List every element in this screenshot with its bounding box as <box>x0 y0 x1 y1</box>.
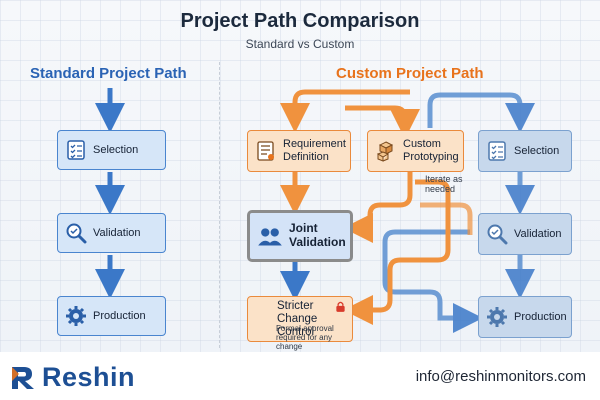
custom-prototyping-label: Custom Prototyping <box>403 138 459 163</box>
change-control-label: Stricter Change Control <box>277 300 318 339</box>
arrow-validation-to-production-loop <box>382 229 483 333</box>
brand-name: Reshin <box>42 362 136 392</box>
custom-prototyping-box: Custom Prototyping <box>367 130 464 172</box>
requirement-definition-box: Requirement Definition <box>247 130 351 172</box>
custom-validation-label: Validation <box>514 227 562 240</box>
gear-icon <box>66 306 86 326</box>
diagram-subtitle: Standard vs Custom <box>245 37 355 51</box>
custom-selection-box: Selection <box>478 130 572 172</box>
reshin-logo-icon <box>12 366 34 389</box>
custom-production-label: Production <box>514 310 567 323</box>
checklist-icon <box>67 140 85 160</box>
section-divider <box>219 62 220 348</box>
standard-validation-label: Validation <box>93 226 141 239</box>
iterate-note: Iterate as needed <box>425 174 463 194</box>
standard-validation-box: Validation <box>57 213 166 253</box>
custom-orange-arrows <box>280 89 473 325</box>
lock-icon <box>336 301 345 312</box>
team-check-icon <box>258 228 282 246</box>
magnifier-check-icon <box>487 224 508 245</box>
cubes-icon <box>376 141 394 162</box>
contact-email[interactable]: info@reshinmonitors.com <box>415 368 586 385</box>
arrow-prototyping-joint <box>343 172 413 243</box>
standard-path-heading: Standard Project Path <box>30 65 187 82</box>
custom-production-box: Production <box>478 296 572 338</box>
brand-logo: Reshin <box>10 362 135 393</box>
arrow-iterate-to-change-control <box>343 179 451 325</box>
magnifier-check-icon <box>66 223 87 244</box>
standard-selection-label: Selection <box>93 143 139 156</box>
joint-validation-label: Joint Validation <box>289 221 346 249</box>
standard-production-box: Production <box>57 296 166 336</box>
arrow-into-requirement <box>280 89 410 133</box>
requirement-definition-label: Requirement Definition <box>283 138 346 163</box>
joint-validation-box: Joint Validation <box>247 210 353 262</box>
gear-icon <box>487 307 507 327</box>
custom-path-heading: Custom Project Path <box>336 65 484 82</box>
standard-selection-box: Selection <box>57 130 166 170</box>
change-control-note: Formal approval required for any change <box>276 324 334 351</box>
footer-bar <box>0 352 600 400</box>
standard-production-label: Production <box>93 309 146 322</box>
arrow-requirement-to-prototyping <box>345 105 420 139</box>
arrow-prototyping-selection <box>427 92 535 133</box>
checklist-icon <box>488 141 506 161</box>
custom-selection-label: Selection <box>514 144 560 157</box>
diagram-title: Project Path Comparison <box>180 10 420 32</box>
arrow-iterate-loop <box>420 202 473 235</box>
custom-validation-box: Validation <box>478 213 572 255</box>
document-list-icon <box>257 141 274 161</box>
change-control-box: Stricter Change Control <box>247 296 353 342</box>
